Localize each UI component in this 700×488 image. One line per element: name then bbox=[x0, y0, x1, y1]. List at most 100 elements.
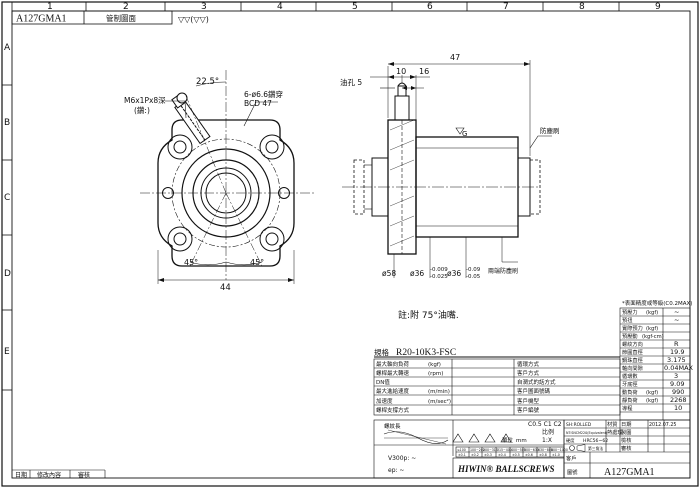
unit-value: mm bbox=[516, 438, 527, 444]
spec-right-label: 循環數 bbox=[622, 372, 638, 380]
header-cell: 管制圖面 bbox=[106, 13, 136, 23]
hardness-label: 硬度 bbox=[566, 437, 575, 444]
hardness-value: HRC56~62 bbox=[583, 438, 608, 444]
col-number: 2 bbox=[123, 2, 129, 12]
side-view bbox=[342, 60, 552, 278]
column-numbers: 1 2 3 4 5 6 7 8 9 bbox=[47, 2, 661, 12]
oil-hole-label: 油孔 5 bbox=[340, 77, 362, 87]
check-label: 檢核 bbox=[621, 436, 631, 444]
spec-right-value: 3.175 bbox=[667, 356, 686, 364]
heat-value: NT:SNCM220(Equivalent) bbox=[566, 431, 607, 435]
spec-row-unit: (rpm) bbox=[428, 371, 443, 377]
diameter-36a: ø36 bbox=[410, 269, 424, 278]
material-value: SH:ROLLED bbox=[566, 422, 592, 428]
spec-right-value: ~ bbox=[674, 308, 679, 316]
front-view bbox=[140, 70, 316, 284]
spec-right-value: ~ bbox=[674, 316, 679, 324]
spec-row-unit: (kgf) bbox=[428, 362, 441, 368]
tol-cell: ±0.8 bbox=[539, 453, 547, 457]
col-number: 4 bbox=[277, 2, 283, 12]
spec-right-label: 預壓力 bbox=[622, 308, 638, 316]
spec-row-mid: 客戶圖面號碼 bbox=[517, 387, 551, 395]
drawing-no-value: A127GMA1 bbox=[604, 467, 655, 478]
spec-right-value: 10 bbox=[674, 404, 682, 412]
spec-right-label: 預扭 bbox=[622, 316, 632, 324]
spec-row-unit: (m/sec²) bbox=[428, 398, 451, 405]
tol-head: 400~500 bbox=[511, 448, 526, 452]
row-letter: B bbox=[4, 118, 10, 128]
spec-right-label: 牙底徑 bbox=[622, 380, 638, 388]
material-label: 材質 bbox=[607, 420, 617, 428]
tol-cell: ±0.2 bbox=[471, 453, 479, 457]
spec-row-label: DN值 bbox=[376, 378, 390, 386]
revision-date: 日期 bbox=[15, 471, 27, 479]
spec-right-label: 軸向間隙 bbox=[622, 364, 643, 372]
tol-cell: ±0.4 bbox=[498, 453, 506, 457]
bcd-label: BCD 47 bbox=[244, 99, 272, 108]
drawing-code-top: A127GMA1 bbox=[16, 14, 67, 25]
col-number: 3 bbox=[201, 2, 207, 12]
tolerance-36b-lower: -0.05 bbox=[466, 274, 481, 280]
col-number: 5 bbox=[352, 2, 358, 12]
row-letter: C bbox=[4, 193, 10, 203]
tol-head: 500~630 bbox=[524, 448, 539, 452]
spec-row-label: 最大進給速度 bbox=[376, 387, 410, 395]
projection-label: 第三角法 bbox=[588, 446, 603, 451]
spec-right-value: 990 bbox=[672, 388, 684, 396]
brand-text: HIWIN® BALLSCREWS bbox=[457, 464, 555, 474]
v300p-label: V300p: ~ bbox=[388, 455, 416, 462]
spec-right-value: 3 bbox=[674, 372, 678, 380]
tolerance-36a-upper: -0.009 bbox=[430, 267, 448, 273]
model-number: R20-10K3-FSC bbox=[396, 348, 456, 358]
spec-right-value: R bbox=[674, 340, 679, 348]
spec-right-label: 動負荷 bbox=[622, 388, 638, 396]
spec-right-value: 9.09 bbox=[670, 380, 684, 388]
tol-cell: ±0.1 bbox=[458, 453, 466, 457]
tol-cell: ±1.0 bbox=[552, 453, 560, 457]
tol-cell: ±0.5 bbox=[512, 453, 520, 457]
row-letter: D bbox=[4, 269, 11, 279]
spec-row-mid: 自潤式的話方式 bbox=[517, 378, 556, 386]
bottom-note: 兩端防塵刷 bbox=[488, 267, 518, 275]
heat-label: 熱處理 bbox=[607, 428, 623, 436]
spec-right-value: 2268 bbox=[670, 396, 687, 404]
spec-left-rows: 最大軸向負荷 (kgf) 循環方式 螺桿最大轉速 (rpm) 客戶方式 DN值 … bbox=[376, 360, 556, 414]
spec-right-value: 0.04MAX bbox=[664, 364, 694, 372]
dim-16: 16 bbox=[419, 67, 429, 76]
spec-right-label: 鋼珠直徑 bbox=[622, 356, 643, 364]
drawing-no-label: 圖號 bbox=[567, 468, 578, 476]
col-number: 1 bbox=[47, 2, 53, 12]
spec-row-label: 螺桿支撐方式 bbox=[376, 406, 410, 414]
fitting-note: 註:附 75°油嘴. bbox=[398, 309, 459, 321]
width-dimension: 44 bbox=[220, 283, 231, 293]
col-number: 7 bbox=[503, 2, 509, 12]
col-number: 9 bbox=[655, 2, 661, 12]
spec-row-label: 螺桿最大轉速 bbox=[376, 369, 410, 377]
tolerance-classes: C0.5 C1 C2 bbox=[528, 421, 562, 428]
tol-cell: ±0.3 bbox=[484, 453, 492, 457]
col-number: 6 bbox=[427, 2, 433, 12]
tolerance-36b-upper: -0.09 bbox=[466, 267, 481, 273]
revision-approver: 審核 bbox=[78, 471, 90, 479]
tol-head: 200~315 bbox=[483, 448, 498, 452]
tolerance-36a-lower: -0.025 bbox=[430, 274, 448, 280]
overall-length: 47 bbox=[450, 53, 460, 62]
diameter-58: ø58 bbox=[382, 269, 396, 278]
tolerance-mini-table: ≤100 100~200 200~315 315~400 400~500 500… bbox=[457, 448, 568, 457]
grease-fitting-label: M6x1Px8深 bbox=[124, 96, 166, 105]
row-letters: A B C D E bbox=[4, 43, 11, 357]
accuracy-header: *表面精度或等級(C0.2MAX) bbox=[622, 299, 692, 307]
spec-right-label: 實際預力 bbox=[622, 324, 643, 332]
title-block bbox=[563, 419, 691, 479]
spec-row-unit: (m/min) bbox=[428, 389, 450, 395]
angle-right-label: 45° bbox=[250, 258, 264, 267]
code-block: A127GMA1 管制圖面 bbox=[11, 10, 173, 25]
tol-head: ≤100 bbox=[457, 448, 466, 452]
drawn-label: 製圖 bbox=[621, 428, 631, 436]
spec-row-mid: 客戶編號 bbox=[517, 406, 540, 414]
date-label: 日期 bbox=[621, 421, 631, 428]
angle-top-label: 22.5° bbox=[196, 77, 219, 87]
spec-right-value: 19.9 bbox=[670, 348, 684, 356]
gc-mark: G bbox=[462, 130, 467, 138]
